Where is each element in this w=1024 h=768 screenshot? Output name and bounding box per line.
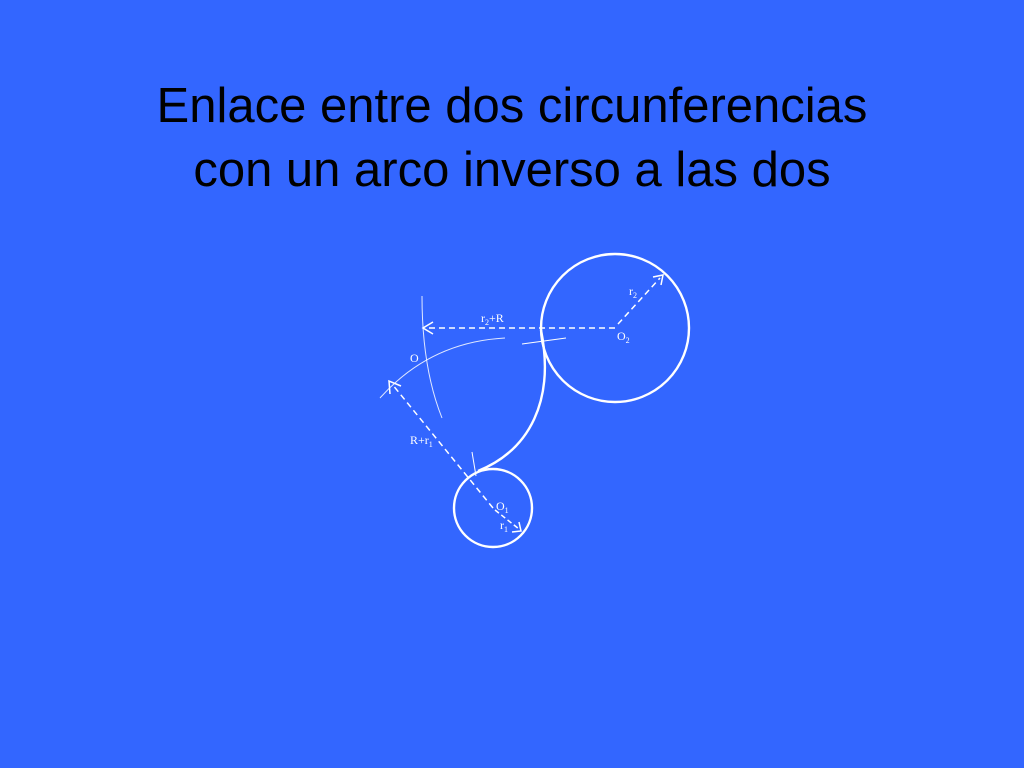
construction-arc-R-plus-r1: [379, 337, 506, 399]
construction-arc-R-plus-r2: [421, 295, 443, 419]
label-r2-plus-R: r2+R: [481, 311, 504, 327]
label-R-plus-r1: R+r1: [410, 433, 433, 449]
title-line-1: Enlace entre dos circunferencias: [156, 79, 868, 133]
arrowhead-r2-plus-R: [421, 321, 434, 335]
slide-title: Enlace entre dos circunferencias con un …: [0, 74, 1024, 202]
label-O2: O2: [617, 329, 630, 345]
connecting-tangent-arc: [477, 329, 546, 473]
label-O1: O1: [496, 499, 509, 515]
label-r1: r1: [500, 518, 508, 534]
arrowhead-r2: [652, 274, 664, 286]
label-r2: r2: [629, 284, 637, 300]
title-line-2: con un arco inverso a las dos: [193, 143, 831, 197]
arrowhead-R-plus-r1: [388, 379, 402, 395]
dashed-radius-r2: [617, 277, 661, 325]
circle-1: [452, 467, 534, 549]
dashed-radius-r1: [494, 509, 520, 530]
label-O: O: [410, 351, 419, 365]
dashed-line-R-plus-r1: [391, 383, 494, 509]
arrowhead-r1: [511, 521, 522, 533]
